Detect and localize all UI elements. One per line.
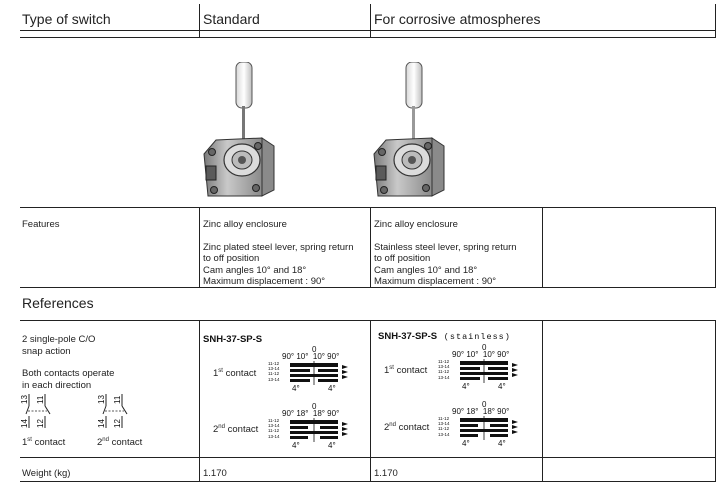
features-standard: Zinc alloy enclosure Zinc plated steel l…	[203, 219, 368, 288]
ref-col-divider-1	[199, 320, 200, 481]
standard-contact1-label: 1st contact	[213, 368, 257, 379]
standard-enclosure: Zinc alloy enclosure	[203, 219, 287, 230]
contact-symbol-2	[102, 394, 128, 428]
diagram-zero: 0	[312, 345, 317, 354]
cam-diagram-graphic	[290, 418, 348, 442]
diagram-offset-right: 4°	[498, 439, 506, 448]
cam-diagram-graphic	[460, 416, 518, 440]
weight-corrosive: 1.170	[374, 468, 398, 479]
both-line1: Both contacts operate	[22, 368, 115, 380]
ref-col-divider-2	[370, 320, 371, 481]
standard-lever-line2: to off position	[203, 253, 260, 265]
standard-displacement: Maximum displacement : 90°	[203, 276, 326, 288]
diagram-offset-right: 4°	[328, 441, 336, 450]
table-bottom-rule	[20, 481, 716, 482]
weight-top-rule	[20, 457, 716, 458]
diagram-offset-right: 4°	[328, 384, 336, 393]
corrosive-switch-image	[373, 62, 445, 197]
header-standard: Standard	[203, 11, 260, 27]
terminal-12-b: 12	[113, 419, 122, 428]
diagram-angles: 90° 18° 18° 90°	[282, 409, 340, 418]
terminal-14-b: 14	[97, 419, 106, 428]
weight-label: Weight (kg)	[22, 468, 71, 479]
features-col-divider-1	[199, 207, 200, 287]
diagram-row-labels-c1: 11-12 13-14 11-12 13-14	[438, 359, 450, 380]
diagram-offset-right: 4°	[498, 382, 506, 391]
col-divider-1	[199, 4, 200, 37]
features-bottom-rule	[20, 287, 716, 288]
diagram-angles: 90° 10° 10° 90°	[282, 352, 340, 361]
references-top-rule	[20, 320, 716, 321]
diagram-angles: 90° 10° 10° 90°	[452, 350, 510, 359]
corrosive-enclosure: Zinc alloy enclosure	[374, 219, 458, 230]
features-top-rule	[20, 207, 716, 208]
diagram-corrosive-2: 0 90° 18° 18° 90° 4° 4°	[448, 400, 528, 448]
diagram-offset-left: 4°	[462, 382, 470, 391]
terminal-13-a: 13	[20, 395, 29, 404]
references-description: 2 single-pole C/O snap action Both conta…	[22, 334, 114, 391]
corrosive-cam: Cam angles 10° and 18°	[374, 264, 478, 276]
features-col-divider-2	[370, 207, 371, 287]
header-type-of-switch: Type of switch	[22, 11, 111, 27]
stainless-note: (stainless)	[443, 332, 511, 342]
diagram-zero: 0	[482, 343, 487, 352]
ref-col-divider-4	[715, 320, 716, 481]
diagram-offset-left: 4°	[292, 384, 300, 393]
ref-col-divider-3	[542, 320, 543, 481]
header-bottom-rule	[20, 37, 716, 38]
standard-switch-image	[203, 62, 275, 197]
both-line2: in each direction	[22, 379, 92, 391]
diagram-standard-2: 0 90° 18° 18° 90° 4° 4°	[278, 402, 358, 450]
terminal-14-a: 14	[20, 419, 29, 428]
terminal-13-b: 13	[97, 395, 106, 404]
terminal-11-a: 11	[36, 395, 45, 404]
corrosive-contact2-label: 2nd contact	[384, 422, 430, 433]
corrosive-contact1-label: 1st contact	[384, 365, 428, 376]
terminal-12-a: 12	[36, 419, 45, 428]
desc-line1: 2 single-pole C/O	[22, 334, 96, 345]
desc-line2: snap action	[22, 345, 71, 357]
weight-standard: 1.170	[203, 468, 227, 479]
standard-cam: Cam angles 10° and 18°	[203, 264, 307, 276]
features-col-divider-4	[715, 207, 716, 287]
diagram-standard-1: 0 90° 10° 10° 90° 4° 4°	[278, 345, 358, 393]
corrosive-displacement: Maximum displacement : 90°	[374, 276, 497, 288]
standard-reference-code: SNH-37-SP-S	[203, 334, 263, 345]
diagram-offset-left: 4°	[462, 439, 470, 448]
diagram-zero: 0	[312, 402, 317, 411]
references-title: References	[22, 295, 94, 311]
contact-2-caption: 2nd contact	[97, 437, 143, 448]
corrosive-reference-code: SNH-37-SP-S (stainless)	[378, 331, 511, 342]
contact-symbol-1	[25, 394, 51, 428]
diagram-row-labels-s2: 11-12 13-14 11-12 13-14	[268, 418, 280, 439]
features-label: Features	[22, 219, 60, 230]
corrosive-lever-line1: Stainless steel lever, spring return	[374, 241, 517, 253]
features-corrosive: Zinc alloy enclosure Stainless steel lev…	[374, 219, 540, 288]
corrosive-lever-line2: to off position	[374, 253, 431, 265]
diagram-row-labels-c2: 11-12 13-14 11-12 13-14	[438, 416, 450, 437]
standard-lever-line1: Zinc plated steel lever, spring return	[203, 241, 354, 253]
diagram-angles: 90° 18° 18° 90°	[452, 407, 510, 416]
diagram-row-labels-s1: 11-12 13-14 11-12 13-14	[268, 361, 280, 382]
col-divider-2	[370, 4, 371, 37]
standard-contact2-label: 2nd contact	[213, 424, 259, 435]
col-divider-3	[715, 4, 716, 37]
features-col-divider-3	[542, 207, 543, 287]
diagram-offset-left: 4°	[292, 441, 300, 450]
header-top-rule	[20, 30, 716, 31]
cam-diagram-graphic	[290, 361, 348, 385]
diagram-zero: 0	[482, 400, 487, 409]
cam-diagram-graphic	[460, 359, 518, 383]
header-corrosive: For corrosive atmospheres	[374, 11, 541, 27]
terminal-11-b: 11	[113, 395, 122, 404]
contact-1-caption: 1st contact	[22, 437, 66, 448]
diagram-corrosive-1: 0 90° 10° 10° 90° 4° 4°	[448, 343, 528, 391]
